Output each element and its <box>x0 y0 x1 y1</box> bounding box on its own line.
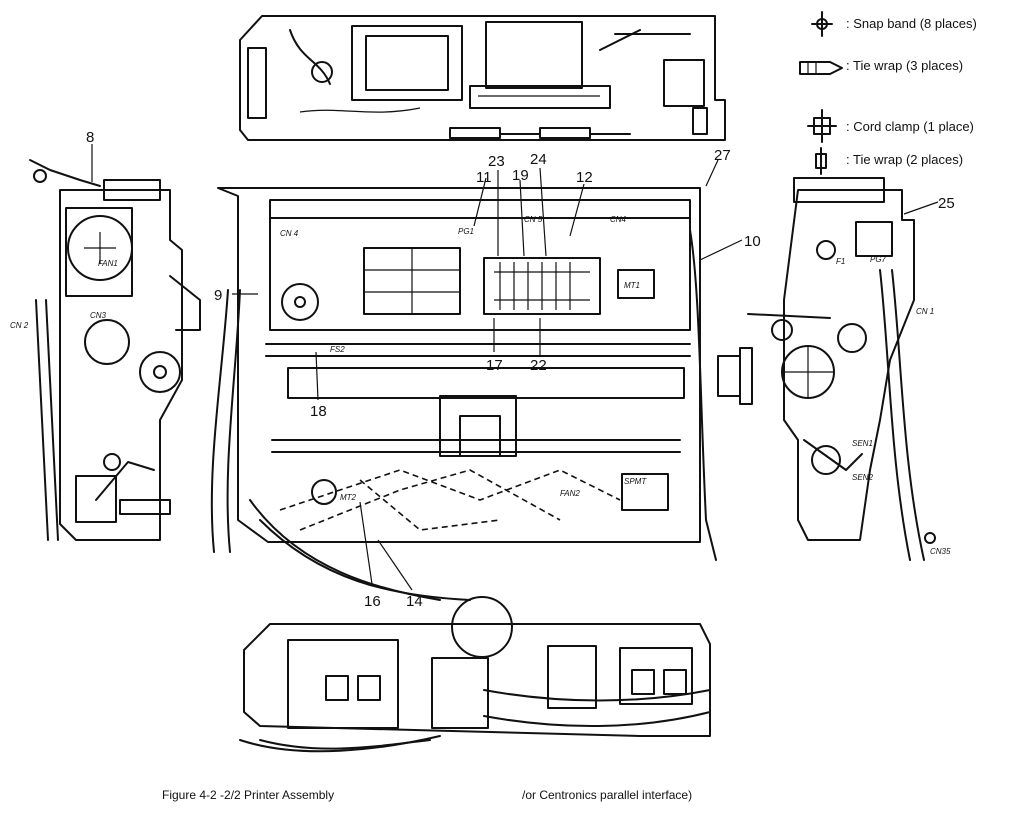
label-sen2: SEN2 <box>852 473 873 482</box>
label-fan1: FAN1 <box>98 259 118 268</box>
label-cn5: CN 5 <box>524 215 543 224</box>
label-pg1: PG1 <box>458 227 474 236</box>
callout-16: 16 <box>364 593 381 610</box>
figure-caption-note: /or Centronics parallel interface) <box>522 788 693 802</box>
legend-cord-clamp: : Cord clamp (1 place) <box>846 119 974 134</box>
legend-tie-wrap-small: : Tie wrap (2 places) <box>846 152 964 167</box>
callout-23: 23 <box>488 153 505 170</box>
legend-tie-wrap: : Tie wrap (3 places) <box>846 58 964 73</box>
snap-band-icon <box>811 11 833 37</box>
callout-8: 8 <box>86 129 94 146</box>
center-front-view <box>210 187 753 601</box>
figure-caption: Figure 4-2 -2/2 Printer Assembly <box>162 788 335 802</box>
label-cn35: CN35 <box>930 547 951 556</box>
label-cn3: CN3 <box>90 311 107 320</box>
callout-27: 27 <box>714 147 731 164</box>
label-mt2: MT2 <box>340 493 357 502</box>
label-fs2: FS2 <box>330 345 345 354</box>
cord-clamp-icon <box>807 109 837 143</box>
callout-19: 19 <box>512 167 529 184</box>
label-pg7: PG7 <box>870 255 887 264</box>
callout-25: 25 <box>938 195 955 212</box>
callout-24: 24 <box>530 151 547 168</box>
bottom-view-assembly <box>239 596 711 753</box>
label-sen1: SEN1 <box>852 439 873 448</box>
callout-18: 18 <box>310 403 327 420</box>
top-view-assembly <box>239 15 726 141</box>
callout-11: 11 <box>476 169 492 186</box>
label-cn4-left: CN 4 <box>280 229 299 238</box>
tie-wrap-small-icon <box>815 147 827 175</box>
callout-9: 9 <box>214 287 222 304</box>
callout-17: 17 <box>486 357 503 374</box>
callout-12: 12 <box>576 169 593 186</box>
label-fan2: FAN2 <box>560 489 580 498</box>
leader-lines <box>91 144 939 591</box>
callout-10: 10 <box>744 233 761 250</box>
callout-22: 22 <box>530 357 547 374</box>
label-cn4-right: CN4 <box>610 215 627 224</box>
right-side-view <box>747 177 936 561</box>
callout-14: 14 <box>406 593 423 610</box>
tie-wrap-icon <box>799 61 843 75</box>
label-spmt: SPMT <box>624 477 647 486</box>
legend-snap-band: : Snap band (8 places) <box>846 16 977 31</box>
label-cn2: CN 2 <box>10 321 29 330</box>
label-mt1: MT1 <box>624 281 640 290</box>
label-f1: F1 <box>836 257 845 266</box>
left-side-view <box>29 159 201 541</box>
label-cn1: CN 1 <box>916 307 934 316</box>
